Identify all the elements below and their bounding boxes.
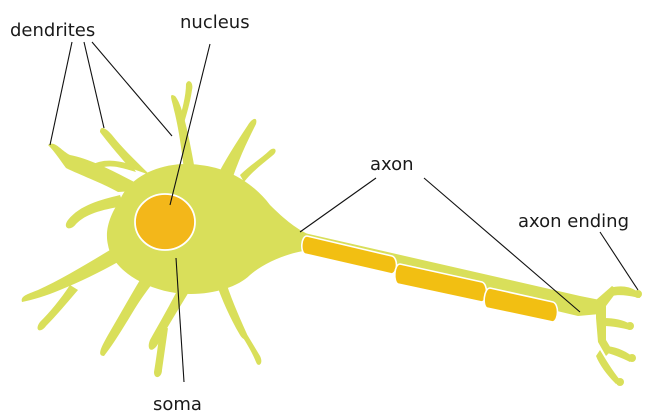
leader-dendrites-2 (84, 42, 104, 128)
axon-terminal-branch-3 (604, 346, 632, 362)
myelin-sheath (302, 236, 558, 322)
axon-terminal-branch-2 (604, 318, 630, 330)
label-dendrites: dendrites (10, 20, 95, 41)
leader-axon-ending (600, 232, 638, 290)
axon-terminal-knob-4 (616, 378, 624, 386)
dendrite-branch-4b (240, 149, 276, 182)
nucleus-shape (135, 194, 195, 250)
axon-terminal-knob-3 (628, 354, 636, 362)
axon-terminal-group (596, 286, 642, 386)
dendrite-branch-7 (149, 285, 190, 350)
myelin-segment-1 (302, 236, 397, 274)
axon-terminal-knob-2 (626, 322, 634, 330)
dendrite-branch-8b (238, 326, 261, 365)
leader-axon-1 (300, 178, 376, 232)
leader-dendrites-3 (92, 42, 172, 136)
label-soma: soma (153, 394, 202, 415)
label-axon-ending: axon ending (518, 211, 629, 232)
label-nucleus: nucleus (180, 12, 250, 33)
dendrite-branch-6 (100, 280, 152, 356)
leader-dendrites-1 (50, 42, 72, 145)
label-axon: axon (370, 154, 414, 175)
axon-terminal-knob-1 (634, 290, 642, 298)
